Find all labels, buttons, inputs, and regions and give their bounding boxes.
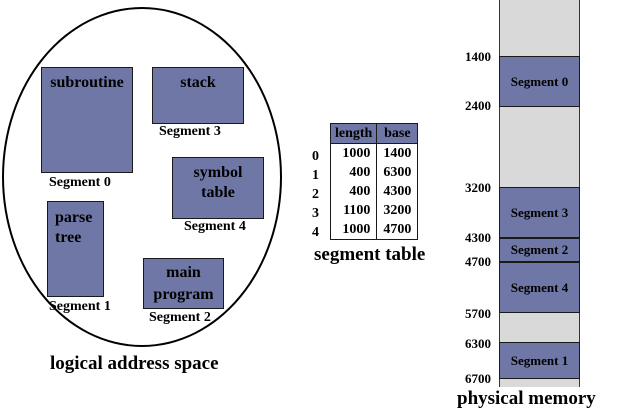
length-header: length (329, 123, 378, 144)
length-cell: 1000 (329, 143, 378, 163)
row-index: 4 (312, 225, 319, 240)
base-header: base (376, 123, 419, 144)
length-cell: 400 (329, 182, 378, 201)
address-label: 6300 (465, 336, 491, 351)
pm-segment-3: Segment 3 (499, 187, 580, 238)
base-cell: 1400 (376, 143, 419, 163)
length-cell: 1100 (329, 201, 378, 220)
subroutine-label: subroutine (50, 74, 124, 91)
stack-box: stack (152, 67, 244, 124)
table-label: table (201, 184, 235, 201)
base-cell: 6300 (376, 163, 419, 182)
segment-0-label: Segment 0 (49, 175, 111, 190)
segment-4-label: Segment 4 (184, 219, 246, 234)
row-index: 1 (312, 168, 319, 183)
row-index: 0 (312, 149, 319, 164)
symbol-label: symbol (193, 164, 243, 181)
segment-2-label: Segment 2 (149, 310, 211, 325)
segment-table-caption: segment table (314, 244, 426, 265)
base-cell: 4300 (376, 182, 419, 201)
base-cell: 4700 (376, 220, 419, 240)
base-cell: 3200 (376, 201, 419, 220)
parse-label: parse (55, 209, 93, 226)
logical-address-space-caption: logical address space (50, 353, 219, 374)
address-label: 5700 (465, 306, 491, 321)
pm-segment-1: Segment 1 (499, 342, 580, 379)
stack-label: stack (180, 74, 216, 91)
physical-memory-caption: physical memory (457, 388, 596, 409)
row-index: 2 (312, 187, 319, 202)
segment-table: length base 1000 1400 400 6300 400 4300 … (329, 123, 419, 240)
address-label: 2400 (465, 98, 491, 113)
program-label: program (153, 286, 214, 303)
segment-1-label: Segment 1 (49, 299, 111, 314)
pm-segment-2: Segment 2 (499, 238, 580, 262)
logical-address-space-oval (2, 7, 282, 347)
main-program-box: main program (143, 258, 224, 309)
address-label: 4700 (465, 254, 491, 269)
tree-label: tree (55, 229, 82, 246)
table-row: 1000 4700 (329, 220, 419, 240)
table-row: 1100 3200 (329, 201, 419, 220)
address-label: 3200 (465, 180, 491, 195)
main-label: main (166, 264, 201, 281)
pm-segment-0: Segment 0 (499, 56, 580, 107)
address-label: 4300 (465, 230, 491, 245)
row-index: 3 (312, 206, 319, 221)
table-row: 400 6300 (329, 163, 419, 182)
segment-3-label: Segment 3 (159, 124, 221, 139)
length-cell: 1000 (329, 220, 378, 240)
parse-tree-box: parse tree (47, 201, 104, 297)
table-row: 1000 1400 (329, 143, 419, 163)
length-cell: 400 (329, 163, 378, 182)
table-row: 400 4300 (329, 182, 419, 201)
symbol-table-box: symbol table (172, 157, 264, 219)
address-label: 1400 (465, 49, 491, 64)
subroutine-box: subroutine (41, 67, 133, 173)
address-label: 6700 (465, 371, 491, 386)
pm-segment-4: Segment 4 (499, 262, 580, 313)
